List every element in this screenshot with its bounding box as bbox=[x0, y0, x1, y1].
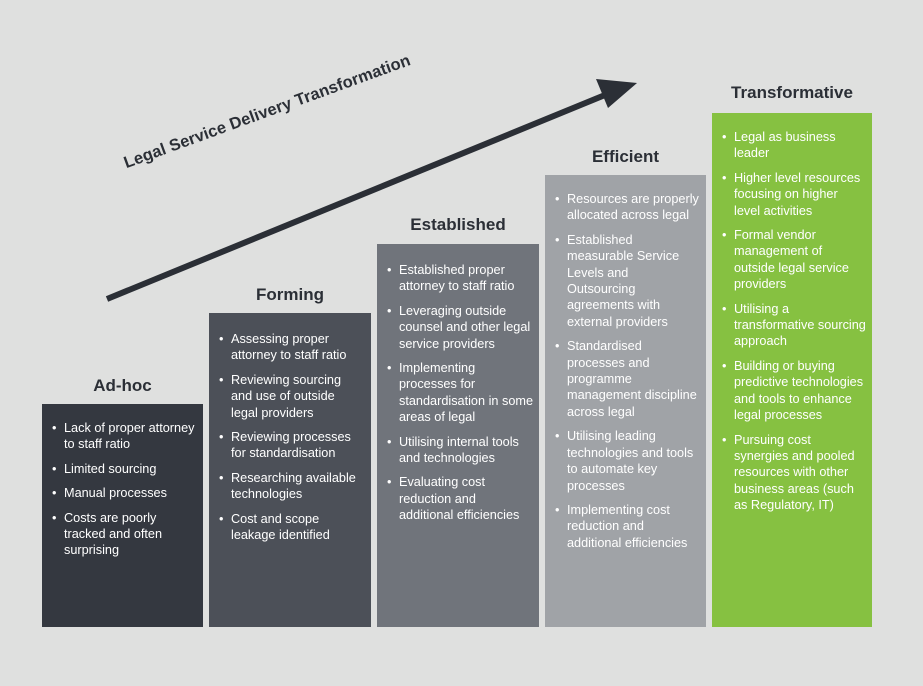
stage-list-transformative: Legal as business leader Higher level re… bbox=[720, 129, 866, 514]
list-item: Legal as business leader bbox=[720, 129, 866, 162]
stage-box-efficient: Resources are properly allocated across … bbox=[545, 175, 706, 627]
list-item: Formal vendor management of outside lega… bbox=[720, 227, 866, 293]
list-item: Implementing cost reduction and addition… bbox=[553, 502, 700, 551]
list-item: Cost and scope leakage identified bbox=[217, 511, 365, 544]
list-item: Assessing proper attorney to staff ratio bbox=[217, 331, 365, 364]
list-item: Established proper attorney to staff rat… bbox=[385, 262, 533, 295]
stage-box-established: Established proper attorney to staff rat… bbox=[377, 244, 539, 627]
stage-list-established: Established proper attorney to staff rat… bbox=[385, 262, 533, 524]
stage-title-established: Established bbox=[410, 215, 506, 234]
list-item: Building or buying predictive technologi… bbox=[720, 358, 866, 424]
list-item: Manual processes bbox=[50, 485, 197, 502]
stage-list-forming: Assessing proper attorney to staff ratio… bbox=[217, 331, 365, 543]
list-item: Utilising leading technologies and tools… bbox=[553, 428, 700, 494]
stage-box-forming: Assessing proper attorney to staff ratio… bbox=[209, 313, 371, 627]
stage-title-forming: Forming bbox=[256, 285, 324, 304]
list-item: Costs are poorly tracked and often surpr… bbox=[50, 510, 197, 559]
list-item: Pursuing cost synergies and pooled resou… bbox=[720, 432, 866, 514]
list-item: Standardised processes and programme man… bbox=[553, 338, 700, 420]
arrow-head-icon bbox=[596, 79, 637, 108]
list-item: Lack of proper attorney to staff ratio bbox=[50, 420, 197, 453]
stage-box-adhoc: Lack of proper attorney to staff ratio L… bbox=[42, 404, 203, 627]
list-item: Limited sourcing bbox=[50, 461, 197, 478]
stage-title-transformative: Transformative bbox=[731, 83, 853, 102]
list-item: Higher level resources focusing on highe… bbox=[720, 170, 866, 219]
arrow-shaft bbox=[105, 92, 607, 302]
stage-list-adhoc: Lack of proper attorney to staff ratio L… bbox=[50, 420, 197, 559]
stage-box-transformative: Legal as business leader Higher level re… bbox=[712, 113, 872, 627]
stage-list-efficient: Resources are properly allocated across … bbox=[553, 191, 700, 551]
stage-title-efficient: Efficient bbox=[591, 147, 660, 166]
list-item: Utilising internal tools and technologie… bbox=[385, 434, 533, 467]
list-item: Reviewing processes for standardisation bbox=[217, 429, 365, 462]
list-item: Established measurable Service Levels an… bbox=[553, 232, 700, 330]
list-item: Leveraging outside counsel and other leg… bbox=[385, 303, 533, 352]
list-item: Researching available technologies bbox=[217, 470, 365, 503]
list-item: Implementing processes for standardisati… bbox=[385, 360, 533, 426]
list-item: Reviewing sourcing and use of outside le… bbox=[217, 372, 365, 421]
list-item: Evaluating cost reduction and additional… bbox=[385, 474, 533, 523]
stage-title-adhoc: Ad-hoc bbox=[93, 376, 152, 395]
list-item: Utilising a transformative sourcing appr… bbox=[720, 301, 866, 350]
list-item: Resources are properly allocated across … bbox=[553, 191, 700, 224]
